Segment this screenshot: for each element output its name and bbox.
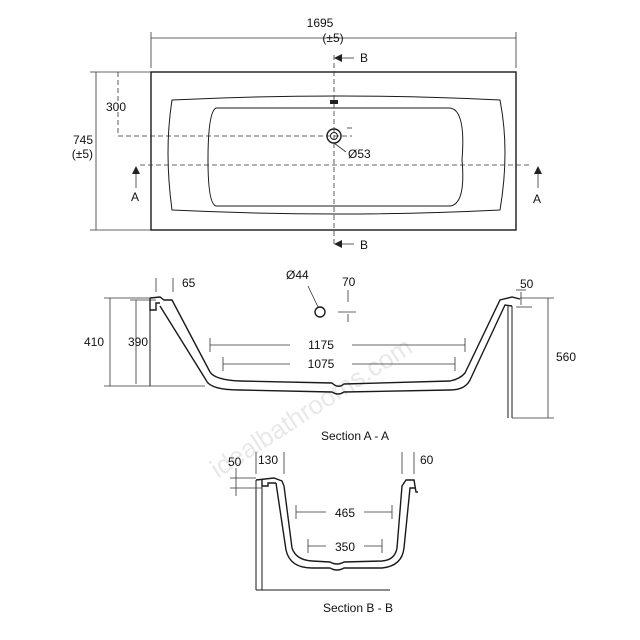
outer-depth-label: 410: [84, 335, 104, 349]
waste-diameter-leader: [333, 142, 347, 153]
section-b-bottom-arrow-icon: [334, 240, 342, 248]
waste-offset-label: 300: [106, 100, 126, 114]
overflow-outlet-icon: [314, 306, 326, 318]
bath-base-panel: [207, 107, 464, 207]
bath-inner-bowl: [167, 95, 506, 215]
section-bb-caption: Section B - B: [323, 601, 393, 615]
rim-thickness-label: 50: [228, 455, 242, 469]
waste-diameter-label: Ø53: [348, 147, 371, 161]
section-a-left-arrow-icon: [132, 166, 140, 174]
section-aa-caption: Section A - A: [321, 429, 389, 443]
rim-width-label: 65: [182, 276, 196, 290]
top-length-label: 1175: [308, 338, 334, 352]
section-b-top-label: B: [360, 51, 368, 65]
section-b-b: 50 130 60 465 350 Section B - B: [228, 452, 434, 615]
width-tolerance: (±5): [72, 147, 93, 161]
bath-outer-rim: [150, 71, 517, 231]
top-view: 1695 (±5) 745 (±5) 300 Ø53 A A B B: [72, 16, 542, 252]
section-a-right-label: A: [533, 192, 541, 206]
base-width-label: 350: [335, 540, 355, 554]
overflow-diameter-leader: [307, 285, 319, 308]
length-tolerance: (±5): [322, 31, 343, 45]
overflow-marker-icon: [330, 100, 338, 104]
section-aa-profile: [149, 296, 521, 395]
base-length-label: 1075: [308, 357, 335, 371]
top-width-label: 465: [335, 506, 355, 520]
rim-left-label: 130: [258, 453, 278, 467]
length-label: 1695: [307, 16, 334, 30]
section-bb-profile: [255, 477, 418, 571]
total-height-label: 560: [556, 350, 576, 364]
section-a-a: 65 Ø44 70 50 410 390 560 1175: [84, 268, 576, 443]
inner-depth-label: 390: [128, 335, 148, 349]
overflow-diameter-label: Ø44: [286, 268, 309, 282]
section-a-left-label: A: [131, 190, 139, 204]
rim-right-label-bb: 60: [420, 453, 434, 467]
section-a-right-arrow-icon: [534, 166, 542, 174]
width-label: 745: [73, 133, 93, 147]
section-b-bottom-label: B: [360, 238, 368, 252]
section-b-top-arrow-icon: [334, 54, 342, 62]
rim-right-label: 50: [520, 277, 534, 291]
overflow-offset-label: 70: [342, 275, 356, 289]
